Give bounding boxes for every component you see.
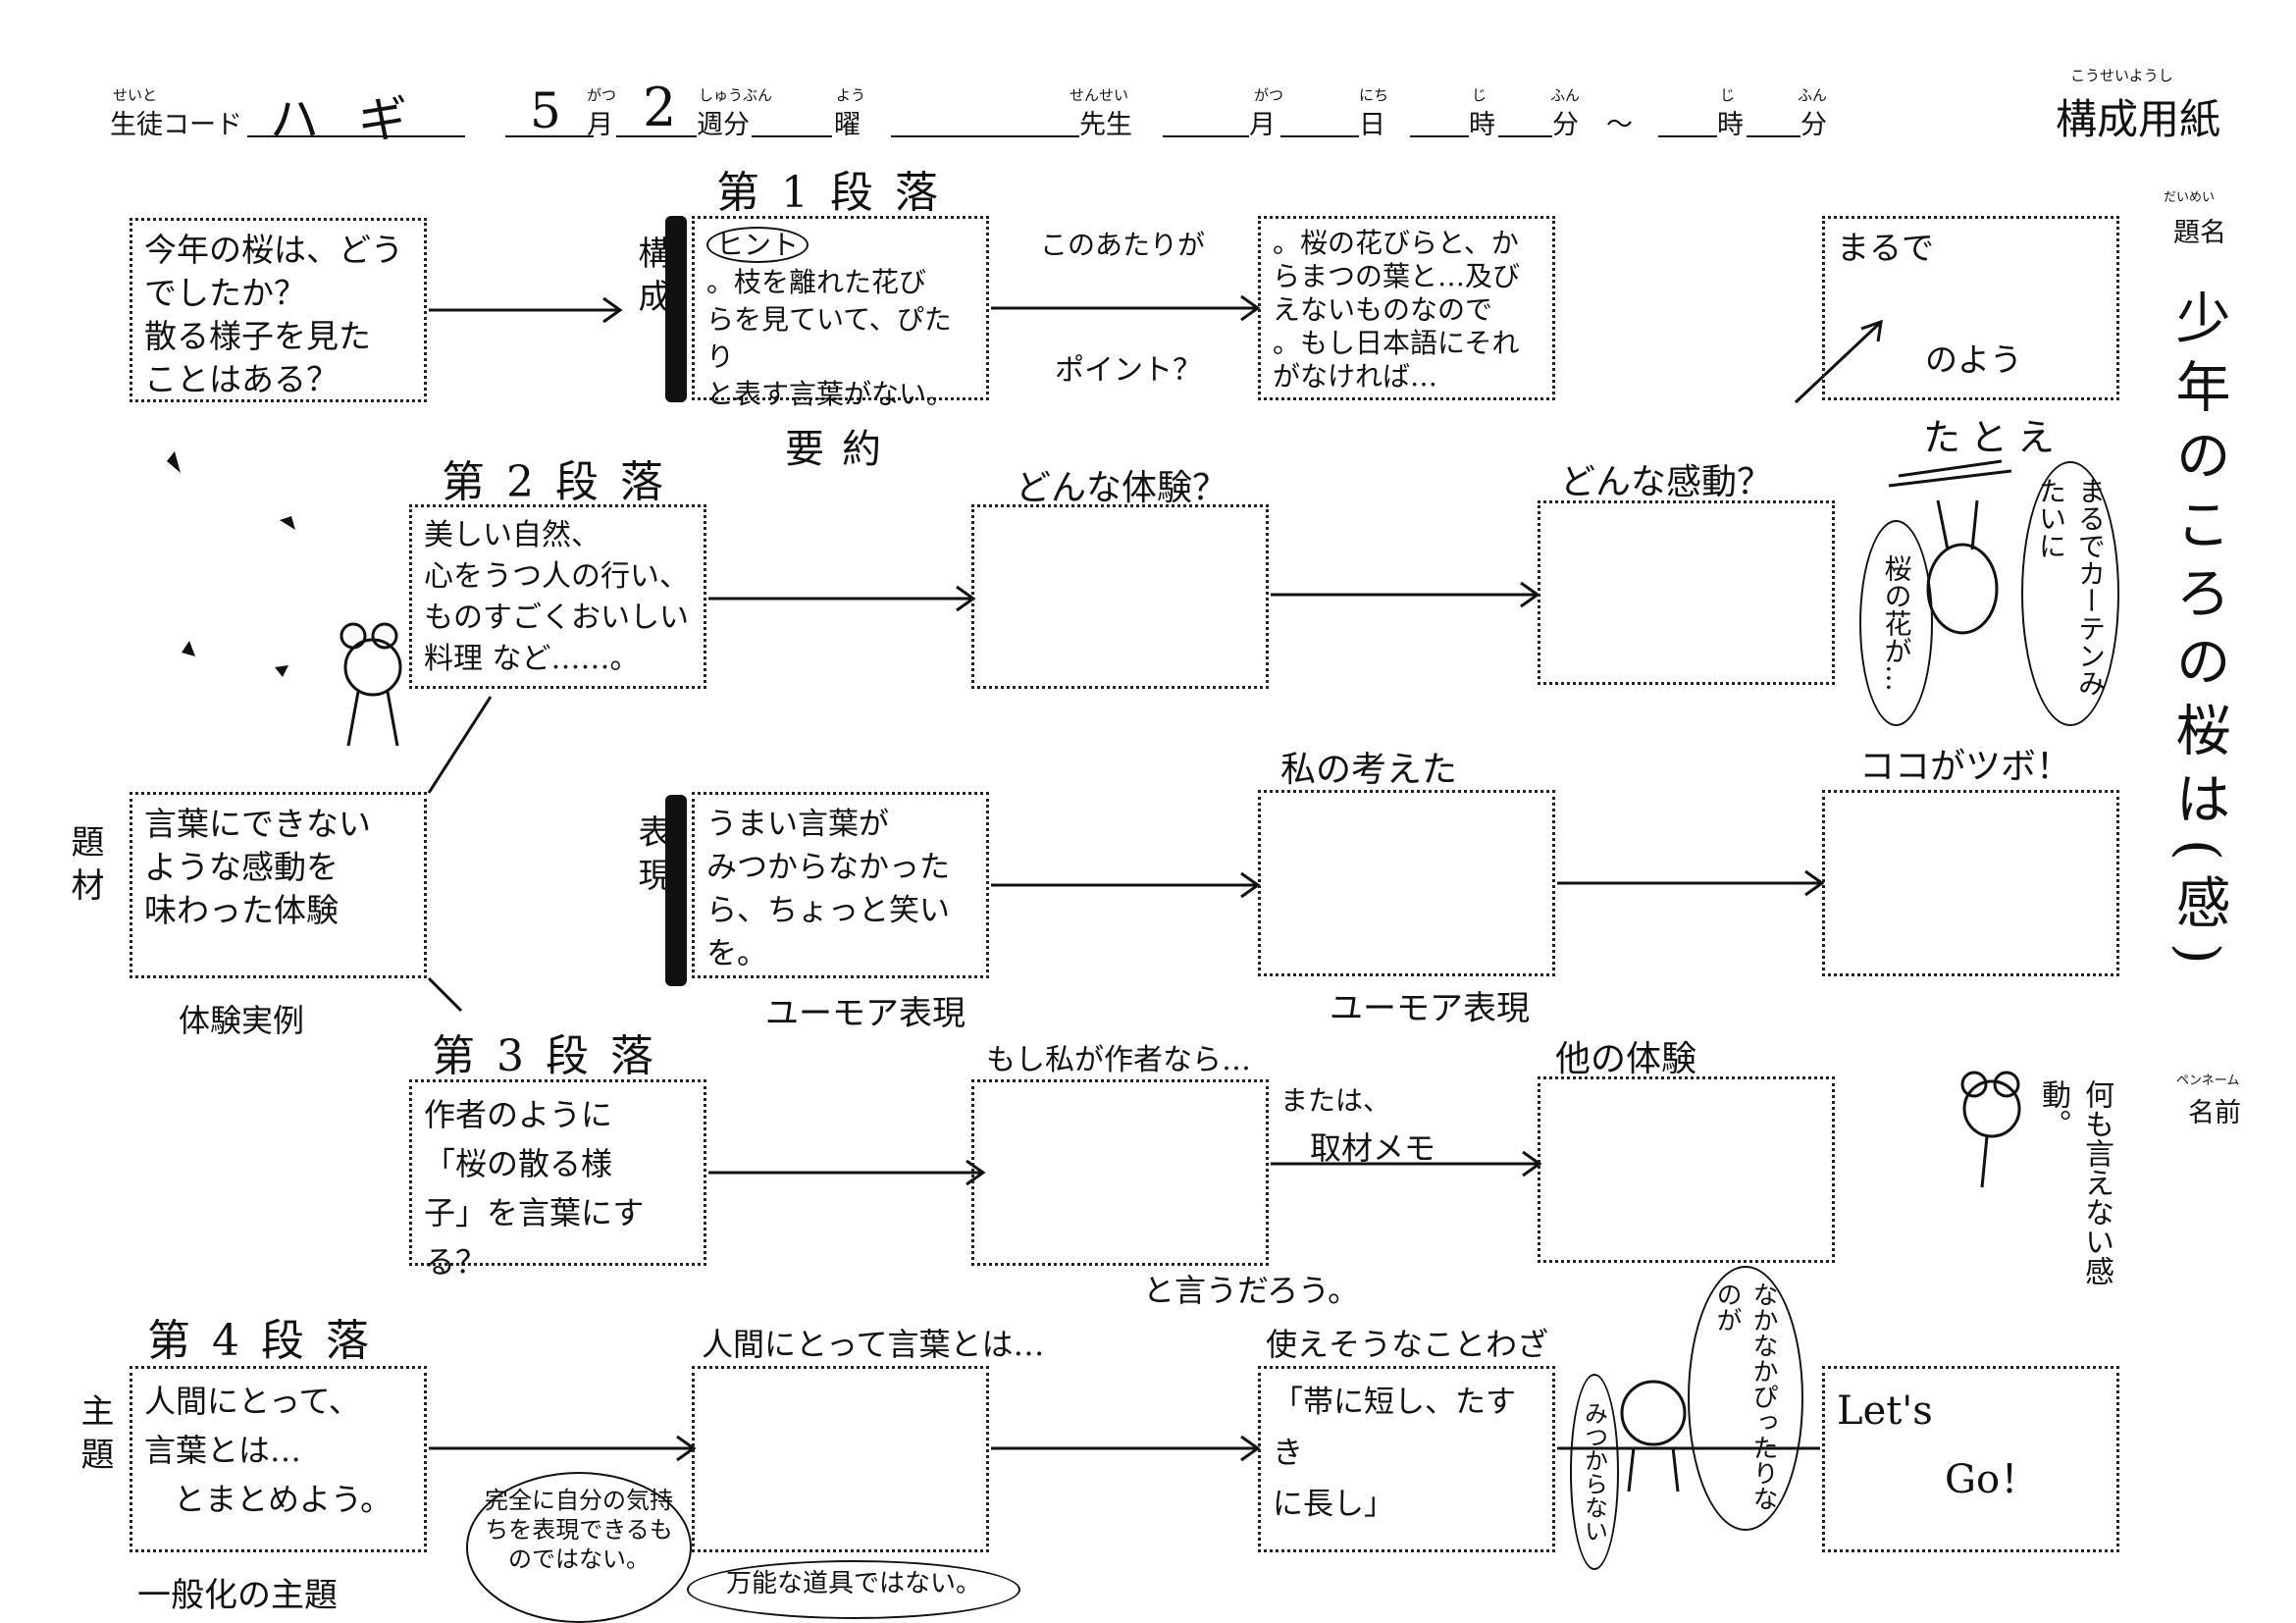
student-code-ruby: せいと: [113, 86, 158, 104]
week-label: 週分: [697, 110, 750, 140]
paragraph-1-box[interactable]: ヒント 。枝を離れた花びらを見ていて、ぴたりと表す言葉がない。: [692, 216, 989, 410]
title-value[interactable]: 少年のころの桜は(感): [2166, 289, 2230, 978]
speech-bubble-sakura: 桜の花が…: [1859, 520, 1933, 726]
hour-label: 時: [1469, 110, 1495, 140]
tag-daizai: 題材: [65, 824, 104, 911]
week-value[interactable]: 2: [643, 77, 677, 138]
impression-box[interactable]: [1538, 500, 1835, 685]
paragraph-2-box[interactable]: 美しい自然、心をうつ人の行い、ものすごくおいしい料理 など……。: [409, 504, 706, 689]
paragraph-4-heading: 第4段落: [147, 1316, 391, 1366]
paragraph-4-box[interactable]: 人間にとって、言葉とは…とまとめよう。: [130, 1366, 427, 1552]
title-label: 題名: [2173, 218, 2226, 248]
if-author-label: もし私が作者なら…: [986, 1043, 1251, 1077]
generalized-theme-label: 一般化の主題: [137, 1576, 338, 1615]
hour2-label: 時: [1717, 110, 1744, 140]
other-experience-label: 他の体験: [1555, 1039, 1697, 1079]
teacher-label: 先生: [1079, 110, 1132, 140]
humor-label: ユーモア表現: [765, 994, 965, 1033]
minute-ruby: ふん: [1550, 86, 1581, 104]
paragraph-2-heading: 第2段落: [442, 457, 685, 507]
minute2-ruby: ふん: [1798, 86, 1828, 104]
tag-bar: [665, 216, 687, 402]
hint-label: ヒント: [706, 227, 809, 263]
speech-bubble-curtain: まるでカーテンみたいに: [2021, 461, 2119, 726]
paragraph-1-heading: 第1段落: [716, 168, 960, 218]
penname-label: 名前: [2188, 1098, 2241, 1128]
title-ruby: だいめい: [2164, 190, 2216, 205]
key-point-label: ココがツボ！: [1859, 747, 2072, 787]
month-value[interactable]: 5: [530, 82, 561, 139]
my-idea-label: 私の考えた: [1280, 750, 1458, 790]
day-label: 曜: [834, 110, 861, 140]
words-for-humans-label: 人間にとって言葉とは…: [702, 1326, 1045, 1363]
month-ruby: がつ: [587, 86, 617, 104]
hour-ruby: じ: [1472, 86, 1487, 104]
impression-label: どんな感動？: [1560, 462, 1773, 502]
speech-bubble-kanzen: 完全に自分の気持ちを表現できるものではない。: [466, 1472, 692, 1623]
metaphor-label: たとえ: [1923, 416, 2065, 459]
expression-box[interactable]: うまい言葉がみつからなかったら、ちょっと笑いを。: [692, 792, 989, 978]
metaphor-box[interactable]: まるでのよう: [1822, 216, 2119, 400]
tilde: ～: [1606, 110, 1633, 140]
teacher-ruby: せんせい: [1070, 86, 1129, 104]
intro-question-box[interactable]: 今年の桜は、どうでしたか？散る様子を見たことはある？: [130, 218, 427, 402]
theme-box[interactable]: 言葉にできないような感動を味わった体験: [130, 792, 427, 978]
experience-box[interactable]: [971, 504, 1269, 689]
paragraph-3-box[interactable]: 作者のように「桜の散る様子」を言葉にする？: [409, 1079, 706, 1281]
tag-bar: [665, 795, 687, 986]
or-label: または、: [1280, 1084, 1391, 1117]
other-experience-box[interactable]: [1538, 1076, 1835, 1263]
student-code-label: 生徒コード: [110, 110, 242, 140]
speech-bubble-bannou: 万能な道具ではない。: [687, 1560, 1020, 1619]
day-ruby: よう: [836, 86, 866, 104]
experience-label: どんな体験？: [1016, 468, 1228, 508]
point-note-bottom: ポイント？: [1055, 353, 1202, 388]
minute-label: 分: [1552, 110, 1579, 140]
key-point-box[interactable]: [1822, 790, 2119, 976]
words-for-humans-box[interactable]: [692, 1366, 989, 1552]
if-author-box[interactable]: [971, 1079, 1269, 1266]
sheet-title-ruby: こうせいようし: [2070, 67, 2173, 84]
point-note-top: このあたりが: [1040, 229, 1206, 261]
speech-bubble-mitsukaranai: みつからない: [1570, 1374, 1619, 1570]
date-month-label: 月: [1249, 110, 1276, 140]
date-day-label: 日: [1359, 110, 1385, 140]
month-label: 月: [587, 110, 613, 140]
week-ruby: しゅうぶん: [699, 86, 773, 104]
experience-example-label: 体験実例: [179, 1002, 305, 1039]
would-say-label: と言うだろう。: [1143, 1272, 1360, 1309]
date-day-ruby: にち: [1359, 86, 1389, 104]
tag-shudai: 主題: [75, 1393, 114, 1480]
speech-bubble-pittari: なかなかぴったりなのが: [1688, 1266, 1803, 1531]
paragraph-3-heading: 第3段落: [432, 1031, 675, 1081]
interview-memo-label: 取材メモ: [1310, 1129, 1436, 1167]
proverb-box[interactable]: 「帯に短し、たすきに長し」: [1258, 1366, 1555, 1552]
tag-kousei: 構成: [632, 236, 671, 322]
speechless-text: 何も言えない感動。: [2036, 1079, 2113, 1285]
student-code-value[interactable]: ハギ: [270, 91, 446, 148]
my-idea-box[interactable]: [1258, 790, 1555, 976]
hour2-ruby: じ: [1720, 86, 1736, 104]
tag-hyougen: 表現: [632, 814, 671, 901]
humor-label-2: ユーモア表現: [1330, 989, 1530, 1028]
date-month-ruby: がつ: [1254, 86, 1284, 104]
summary-label: 要約: [785, 427, 899, 472]
paragraph-1-detail-box[interactable]: 。桜の花びらと、からまつの葉と…及びえないものなので。もし日本語にそれがなければ…: [1258, 216, 1555, 400]
sheet-title: 構成用紙: [2056, 95, 2221, 143]
minute2-label: 分: [1800, 110, 1827, 140]
penname-ruby: ペンネーム: [2176, 1073, 2240, 1088]
proverb-label: 使えそうなことわざ: [1266, 1326, 1549, 1363]
